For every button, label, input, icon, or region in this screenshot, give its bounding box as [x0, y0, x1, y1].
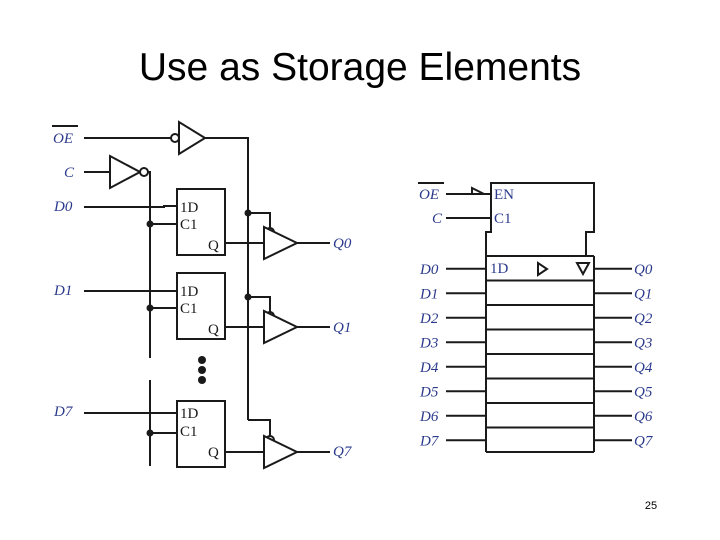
ff0-d-input-label: D0	[53, 199, 73, 215]
oe-buffer-triangle	[178, 120, 207, 156]
left-circuit: OE C D0 1D C1	[52, 120, 353, 470]
c-buffer-triangle	[109, 154, 143, 190]
register-input-label: D6	[419, 409, 439, 425]
register-input-label: D4	[419, 360, 439, 376]
register-output-label: Q4	[634, 360, 653, 376]
ff0-oe-junction	[244, 209, 252, 217]
symbol-dynamic-indicator-icon	[537, 261, 549, 277]
register-input-label: D5	[419, 384, 439, 400]
ff1-d-pin: 1D	[180, 284, 199, 300]
oe-control: OE	[52, 120, 249, 400]
symbol-3state-output-icon	[575, 262, 591, 277]
ff7-d-input-label: D7	[53, 404, 74, 420]
ff0-output-buffer	[263, 225, 300, 261]
register-output-label: Q5	[634, 384, 653, 400]
ff1-box	[176, 272, 226, 340]
register-output-label: Q7	[634, 433, 654, 449]
ff7-output-label: Q7	[333, 444, 353, 460]
ff7-c-pin: C1	[180, 424, 198, 440]
oe-label: OE	[53, 131, 73, 147]
continuation-dots	[198, 356, 206, 384]
symbol-oe-inversion-mark	[471, 186, 485, 195]
ff7-q-pin: Q	[208, 445, 219, 461]
ff0-output-label: Q0	[333, 236, 352, 252]
ff0-c-pin: C1	[180, 217, 198, 233]
slide-title: Use as Storage Elements	[138, 46, 582, 89]
clock-bus-wire	[148, 171, 151, 358]
register-cells	[486, 279, 594, 453]
ellipsis-dot	[198, 356, 206, 364]
ff0-box	[176, 188, 226, 256]
flipflop-7: D7 1D C1 Q Q7	[53, 400, 353, 470]
symbol-oe-label: OE	[419, 187, 439, 203]
register-output-label: Q1	[634, 286, 652, 302]
ff1-output-buffer	[263, 309, 300, 345]
ff1-c-pin: C1	[180, 301, 198, 317]
register-input-label: D0	[419, 262, 439, 278]
register-input-label: D3	[419, 335, 438, 351]
ff7-box	[176, 400, 226, 468]
symbol-en-pin: EN	[494, 187, 514, 203]
ff7-oe-tap	[248, 419, 271, 436]
ff1-q-pin: Q	[208, 322, 219, 338]
ff1-oe-junction	[244, 293, 252, 301]
c-label: C	[64, 165, 75, 181]
register-output-label: Q3	[634, 335, 652, 351]
oe-inverter-bubble	[170, 133, 180, 143]
flipflop-1: D1 1D C1 Q Q1	[53, 272, 351, 345]
register-input-label: D1	[419, 286, 438, 302]
ff0-d-pin: 1D	[180, 200, 199, 216]
ff0-clock-junction	[146, 220, 154, 228]
register-output-label: Q6	[634, 409, 653, 425]
register-output-label: Q0	[634, 262, 653, 278]
ff0-q-pin: Q	[208, 238, 219, 254]
symbol-c1-pin: C1	[494, 211, 512, 227]
ff1-clock-junction	[146, 304, 154, 312]
flipflop-0: D0 1D C1 Q Q0	[53, 188, 352, 261]
ff1-oe-tap	[248, 296, 271, 312]
c-control: C	[64, 154, 151, 466]
ff1-output-label: Q1	[333, 320, 351, 336]
symbol-c-label: C	[432, 211, 443, 227]
page-number: 25	[644, 500, 658, 512]
register-input-label: D2	[419, 311, 439, 327]
c-inverter-bubble	[139, 167, 149, 177]
symbol-1d-pin: 1D	[490, 261, 509, 277]
ff7-clock-junction	[146, 429, 154, 437]
ff1-d-input-label: D1	[53, 283, 72, 299]
register-input-label: D7	[419, 433, 440, 449]
ff0-oe-tap	[248, 212, 271, 228]
register-output-label: Q2	[634, 311, 653, 327]
ff0-d-wire	[84, 205, 177, 208]
ff7-output-buffer	[263, 434, 300, 470]
oe-bus-wire	[205, 137, 249, 400]
control-block-outline	[485, 182, 595, 256]
ellipsis-dot	[198, 366, 206, 374]
ellipsis-dot	[198, 376, 206, 384]
ff7-d-pin: 1D	[180, 406, 199, 422]
